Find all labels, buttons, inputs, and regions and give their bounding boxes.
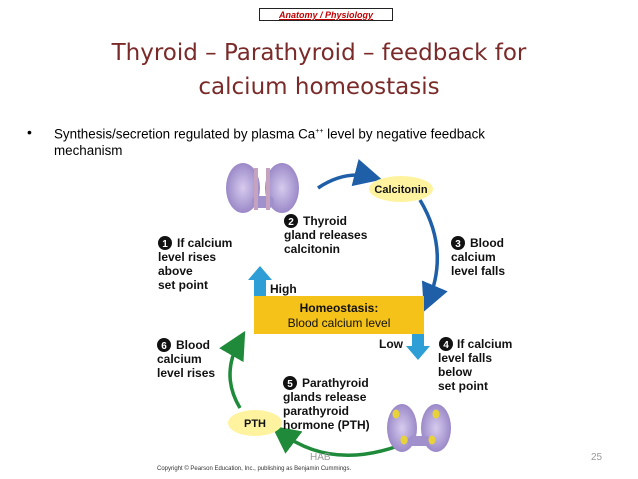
pth-oval (228, 410, 282, 436)
svg-text:below: below (438, 365, 473, 379)
slide-title-line2: calcium homeostasis (198, 74, 440, 100)
svg-text:level rises: level rises (157, 366, 215, 380)
svg-text:set point: set point (158, 278, 208, 292)
svg-text:set point: set point (438, 379, 488, 393)
copyright-notice: Copyright © Pearson Education, Inc., pub… (157, 465, 352, 472)
step-5: 5 Parathyroid glands release parathyroid… (283, 376, 370, 432)
calcitonin-oval (369, 176, 433, 202)
green-arrow-parathyroid-to-pth (271, 425, 399, 457)
bullet-marker: • (27, 124, 32, 140)
step-1: 1 If calcium level rises above set point (158, 236, 232, 292)
svg-text:above: above (158, 264, 193, 278)
svg-text:calcium: calcium (451, 250, 496, 264)
parathyroid-glands-icon (387, 404, 451, 452)
step-2: 2 Thyroid gland releases calcitonin (284, 214, 368, 256)
high-arrow-head (248, 266, 272, 280)
svg-text:2: 2 (288, 217, 294, 228)
svg-text:5: 5 (287, 379, 293, 390)
svg-text:If calcium: If calcium (177, 236, 232, 250)
homeostasis-box (254, 296, 424, 334)
green-arrow-pth-to-homeostasis (219, 330, 246, 409)
low-label: Low (379, 337, 404, 351)
pth-label: PTH (244, 418, 266, 430)
high-label: High (270, 282, 297, 296)
blood-calcium-level-label: Blood calcium level (288, 316, 391, 330)
svg-text:Blood: Blood (176, 338, 210, 352)
blue-arrow-thyroid-to-calcitonin (317, 159, 383, 190)
svg-text:3: 3 (455, 239, 461, 250)
bullet-text: Synthesis/secretion regulated by plasma … (54, 126, 485, 159)
calcitonin-label: Calcitonin (374, 184, 427, 196)
svg-text:gland releases: gland releases (284, 228, 368, 242)
step-6: 6 Blood calcium level rises (157, 338, 215, 380)
high-arrow-shaft (254, 278, 266, 298)
svg-text:1: 1 (162, 239, 168, 250)
thyroid-gland-icon (226, 163, 299, 213)
slide-title-line1: Thyroid – Parathyroid – feedback for (111, 40, 527, 66)
blue-arrow-calcitonin-to-homeostasis (418, 199, 448, 312)
svg-text:Thyroid: Thyroid (303, 214, 347, 228)
svg-text:calcium: calcium (157, 352, 202, 366)
svg-text:hormone (PTH): hormone (PTH) (283, 418, 370, 432)
svg-text:parathyroid: parathyroid (283, 404, 349, 418)
svg-text:level rises: level rises (158, 250, 216, 264)
svg-text:6: 6 (161, 341, 167, 352)
low-arrow-shaft (412, 332, 424, 348)
svg-text:glands release: glands release (283, 390, 367, 404)
homeostasis-label: Homeostasis: (300, 301, 379, 315)
svg-text:If calcium: If calcium (457, 337, 512, 351)
svg-text:level falls: level falls (451, 264, 505, 278)
svg-text:4: 4 (443, 340, 449, 351)
course-tag: Anatomy / Physiology (259, 8, 393, 21)
footer-center-text: HAB (310, 452, 331, 463)
low-arrow-head (406, 346, 430, 360)
page-number: 25 (591, 452, 603, 463)
svg-text:Parathyroid: Parathyroid (302, 376, 369, 390)
svg-text:level falls: level falls (438, 351, 492, 365)
svg-text:Blood: Blood (470, 236, 504, 250)
step-3: 3 Blood calcium level falls (451, 236, 505, 278)
svg-text:calcitonin: calcitonin (284, 242, 340, 256)
step-4: 4 If calcium level falls below set point (438, 337, 512, 393)
